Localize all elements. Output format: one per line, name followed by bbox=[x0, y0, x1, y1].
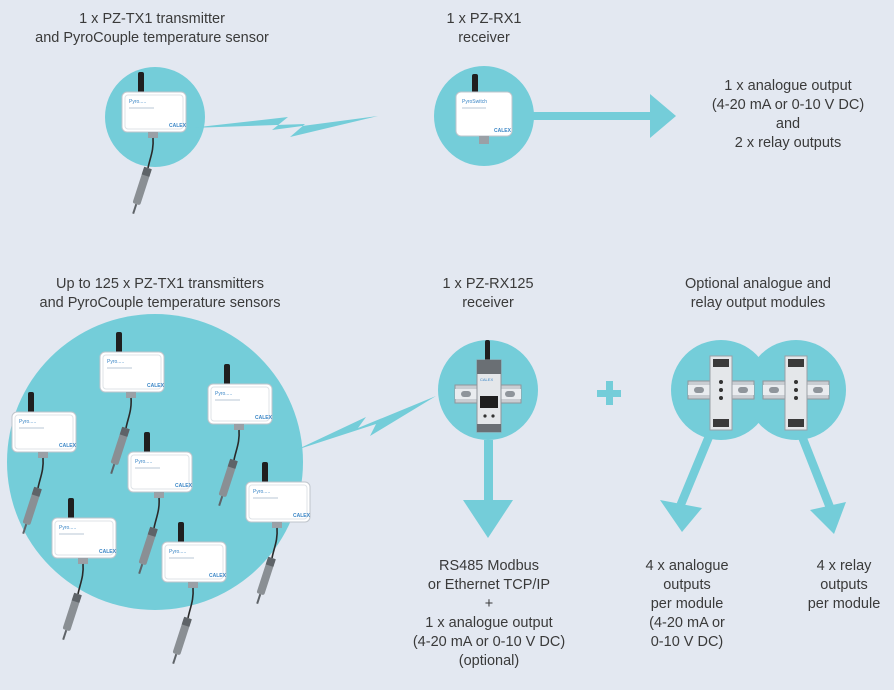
transmitters-label: Up to 125 x PZ-TX1 transmitters and Pyro… bbox=[39, 276, 281, 311]
transmitter-label: 1 x PZ-TX1 transmitter and PyroCouple te… bbox=[35, 11, 269, 46]
receiver-device: PyroSwitch CALEX bbox=[455, 74, 513, 144]
svg-text:CALEX: CALEX bbox=[494, 128, 512, 134]
relay-module-arrow bbox=[798, 435, 846, 534]
receiver-label: 1 x PZ-RX1 receiver bbox=[446, 11, 522, 46]
receiver-output-arrow bbox=[530, 94, 676, 138]
wireless-link-icon-2 bbox=[296, 396, 436, 450]
modules-label: Optional analogue and relay output modul… bbox=[685, 276, 831, 311]
svg-text:CALEX: CALEX bbox=[480, 377, 493, 382]
analogue-module-arrow bbox=[660, 435, 713, 532]
relay-module-output-label: 4 x relay outputs per module bbox=[807, 558, 881, 612]
receiver125-device: CALEX bbox=[454, 340, 522, 433]
plus-icon bbox=[597, 381, 621, 405]
wireless-link-icon bbox=[190, 116, 378, 137]
receiver125-output-label: RS485 Modbus or Ethernet TCP/IP + 1 x an… bbox=[412, 558, 566, 669]
receiver125-down-arrow bbox=[463, 440, 513, 538]
analogue-module-output-label: 4 x analogue outputs per module (4-20 mA… bbox=[645, 558, 729, 650]
receiver-output-label: 1 x analogue output (4-20 mA or 0-10 V D… bbox=[711, 78, 865, 151]
receiver125-label: 1 x PZ-RX125 receiver bbox=[442, 276, 534, 311]
svg-text:PyroSwitch: PyroSwitch bbox=[462, 99, 487, 105]
